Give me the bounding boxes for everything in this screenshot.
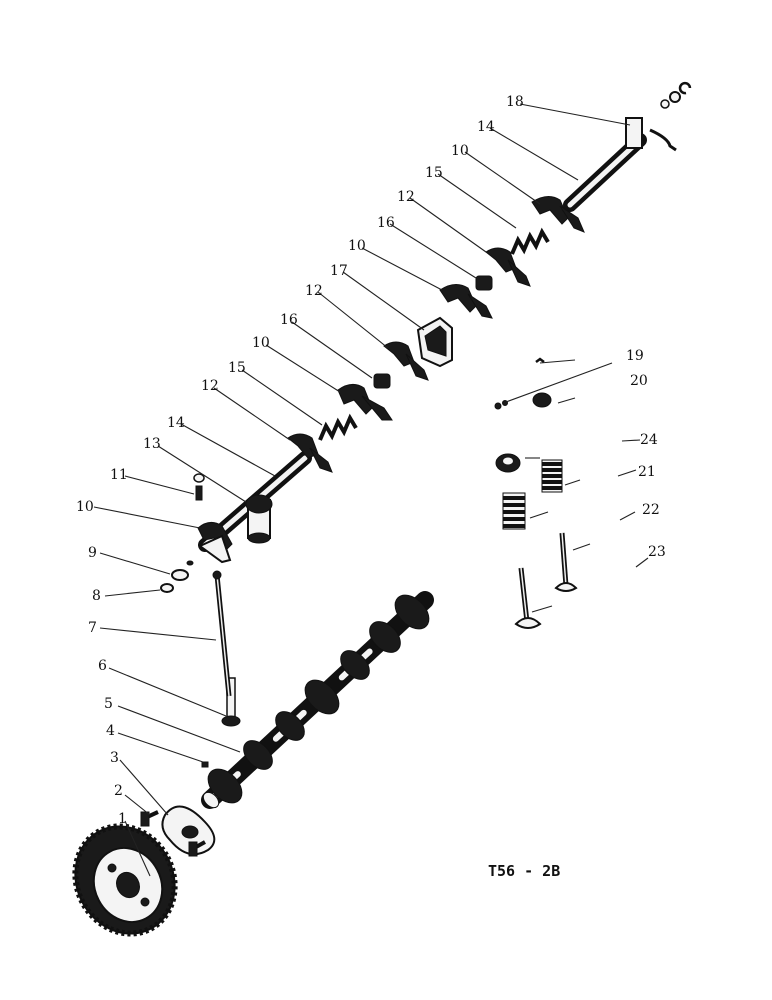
callout-24: 24 [640,432,658,448]
tappet [221,677,241,727]
callout-10: 10 [76,499,94,515]
valve-right [554,532,578,592]
callout-19: 19 [626,348,644,364]
callout-10b: 10 [252,335,270,351]
shaft-end-fittings [660,81,692,109]
callout-5: 5 [104,696,113,712]
spring-cap-upper [532,392,552,408]
callout-16b: 16 [377,215,395,231]
callout-20: 20 [630,373,648,389]
rocker-arm-4 [531,196,585,233]
valve-spring-right [541,459,563,493]
rocker-spring-rear [510,227,550,255]
shaft-washer [171,569,189,581]
callout-16: 16 [280,312,298,328]
callout-6: 6 [98,658,107,674]
callout-14b: 14 [477,119,495,135]
thrust-plate [161,805,216,856]
thrust-plate-bolts [140,810,206,857]
rocker-arm-7 [485,247,531,287]
callout-15: 15 [228,360,246,376]
callout-13: 13 [143,436,161,452]
shaft-spacer-front [373,373,391,389]
valve-left [514,567,542,629]
rocker-arm-1 [197,522,233,564]
rocker-arm-5 [287,433,333,473]
timing-gear [72,823,178,937]
adjuster-locknut [160,583,174,593]
rocker-pedestal-centre [416,316,453,368]
spring-cap-lower [495,453,521,473]
callout-labels: 1 2 3 4 5 6 7 8 9 10 11 13 14 12 15 10 1… [76,94,666,880]
callout-22: 22 [642,502,660,518]
rocker-arm-2 [337,384,393,421]
callout-21: 21 [638,464,656,480]
callout-12c: 12 [397,189,415,205]
callout-18: 18 [506,94,524,110]
callout-12b: 12 [305,283,323,299]
callout-11: 11 [110,467,128,483]
spring-clip [186,560,194,566]
locating-screw [193,473,205,501]
leader-lines [93,103,649,877]
callout-10d: 10 [451,143,469,159]
callout-3: 3 [110,750,119,766]
callout-17: 17 [330,263,348,279]
push-rod [212,570,232,697]
callout-10c: 10 [348,238,366,254]
camshaft-key [201,761,209,768]
callout-2: 2 [114,783,123,799]
callout-9: 9 [88,545,97,561]
rocker-arm-6 [383,341,429,381]
figure-code: T56 - 2B [488,862,560,880]
camshaft [201,591,434,809]
callout-1: 1 [118,811,127,827]
callout-4: 4 [106,723,115,739]
rocker-pedestal-rear [625,117,677,152]
callout-8: 8 [92,588,101,604]
rocker-arm-3 [439,284,493,319]
rocker-pedestal-front [245,494,273,544]
callout-14: 14 [167,415,185,431]
valve-collets [494,357,545,410]
shaft-spacer-rear [475,275,493,291]
valve-spring-left [502,492,526,530]
callout-15b: 15 [425,165,443,181]
callout-23: 23 [648,544,666,560]
callout-7: 7 [88,620,97,636]
callout-12: 12 [201,378,219,394]
rocker-spring-front [318,413,358,441]
